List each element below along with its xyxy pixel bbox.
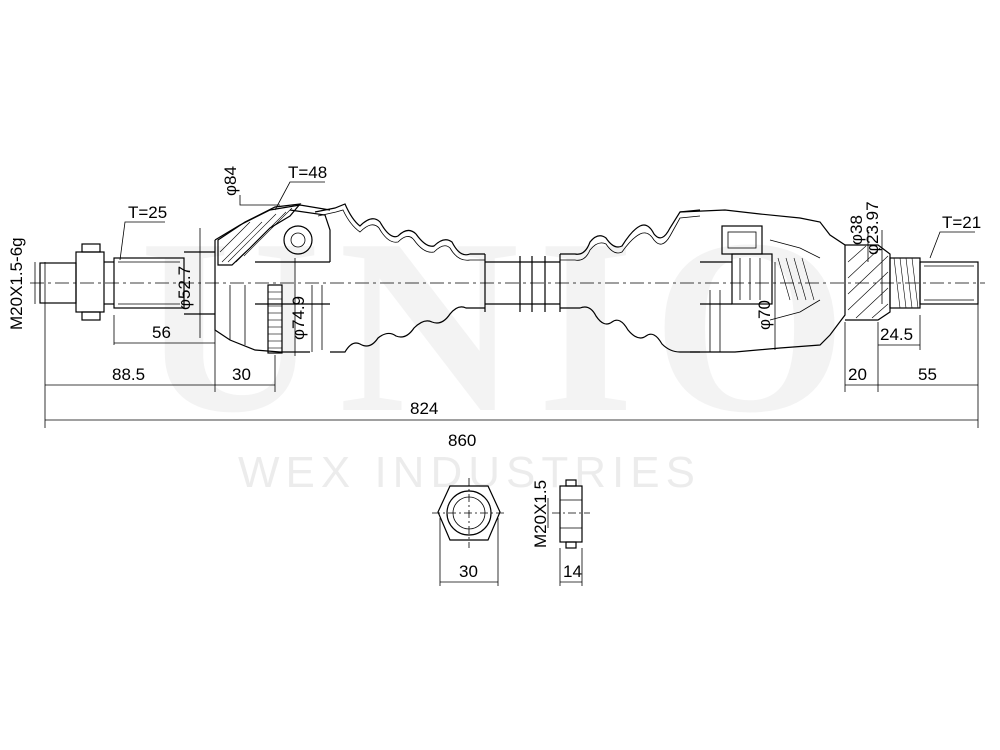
total-824-label: 824	[410, 399, 438, 418]
spline-right-label: T=21	[942, 213, 981, 232]
left-thread-stub	[39, 243, 215, 321]
len-88-5-label: 88.5	[112, 365, 145, 384]
shaft	[484, 254, 561, 312]
inner-diameter-38-label: φ38	[847, 215, 866, 245]
right-inner-joint	[679, 209, 846, 353]
nut-front-view	[432, 478, 506, 586]
nut-thread-label: M20X1.5	[531, 480, 550, 548]
thread-left-label: M20X1.5-6g	[7, 237, 26, 330]
total-860-label: 860	[448, 431, 476, 450]
abs-diameter-label: φ74.9	[289, 296, 308, 340]
joint-diameter-70-label: φ70	[755, 300, 774, 330]
watermark-company: WEX INDUSTRIES	[238, 448, 701, 497]
spline-left-label: T=25	[128, 203, 167, 222]
len-24-5-label: 24.5	[880, 325, 913, 344]
dimension-lines	[34, 181, 979, 428]
left-outer-joint	[214, 203, 331, 354]
left-boot	[314, 203, 485, 353]
boot-diameter-label: φ84	[221, 166, 240, 196]
spline-diameter-label: φ23.97	[863, 201, 882, 255]
outer-diameter-label: φ52.7	[175, 266, 194, 310]
len-20-label: 20	[848, 365, 867, 384]
right-boot	[560, 209, 701, 353]
len-55-label: 55	[918, 365, 937, 384]
nut-width-label: 30	[459, 562, 478, 581]
len-30-label: 30	[232, 365, 251, 384]
watermark-logo: UNIO	[140, 188, 865, 465]
teeth-left-label: T=48	[288, 163, 327, 182]
right-spline-stub	[845, 244, 979, 321]
len-56-label: 56	[152, 323, 171, 342]
nut-side-view	[547, 479, 590, 586]
nut-thickness-label: 14	[563, 562, 582, 581]
